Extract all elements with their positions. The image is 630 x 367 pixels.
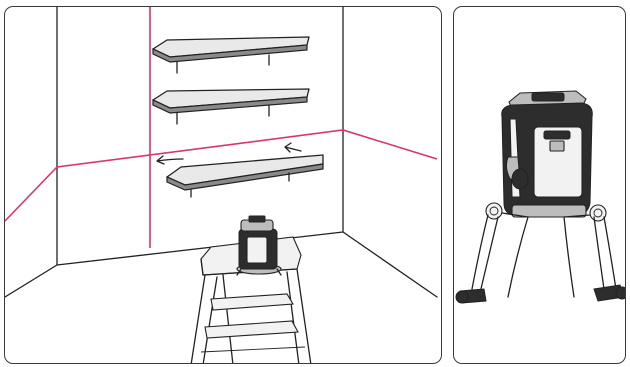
laser-level-illustration (454, 7, 626, 364)
room-illustration-panel (4, 6, 442, 364)
shelf-middle (153, 89, 309, 124)
arrow-icon (157, 156, 183, 164)
room-illustration (5, 7, 442, 364)
arrow-icon (285, 143, 301, 152)
laser-level-icon (502, 91, 593, 217)
tripod-icon (456, 203, 626, 303)
laser-level-panel (453, 6, 626, 364)
laser-level-icon (237, 216, 281, 275)
shelf-top (153, 37, 309, 73)
